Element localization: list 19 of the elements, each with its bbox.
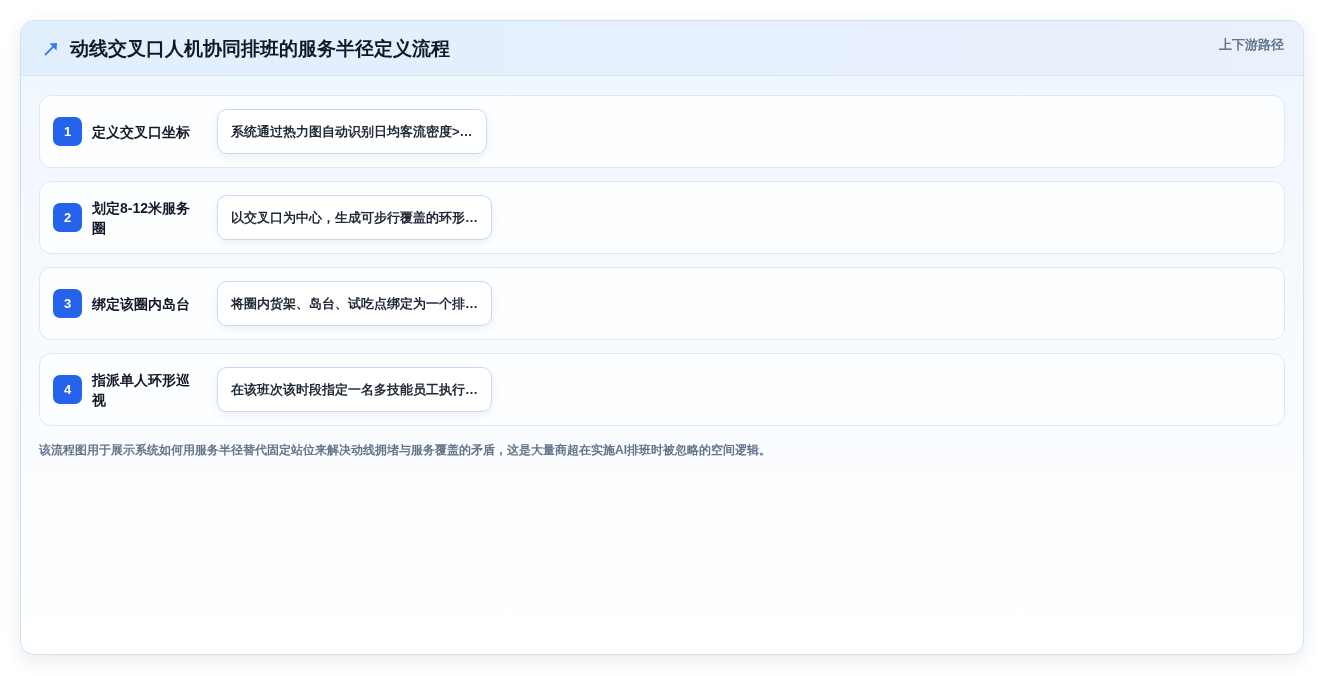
description-card: 在该班次该时段指定一名多技能员工执行… [217, 367, 492, 412]
header-label: 上下游路径 [1219, 36, 1284, 54]
description-card: 将圈内货架、岛台、试吃点绑定为一个排… [217, 281, 492, 326]
caption-text: 该流程图用于展示系统如何用服务半径替代固定站位来解决动线拥堵与服务覆盖的矛盾，这是大量商超在实施AI排班时被忽略的空间逻辑。 [39, 442, 771, 458]
step-number-badge: 4 [53, 375, 82, 404]
step-title: 绑定该圈内岛台 [92, 294, 191, 314]
step-title: 定义交叉口坐标 [92, 122, 191, 142]
description-card: 以交叉口为中心，生成可步行覆盖的环形… [217, 195, 492, 240]
step-title: 指派单人环形巡视 [92, 370, 191, 410]
diagram-title: 动线交叉口人机协同排班的服务半径定义流程 [70, 37, 450, 61]
step-number-badge: 1 [53, 117, 82, 146]
step-card [39, 353, 1285, 426]
step-card [39, 267, 1285, 340]
step-title: 划定8-12米服务圈 [92, 198, 192, 238]
step-card [39, 95, 1285, 168]
step-number-badge: 2 [53, 203, 82, 232]
step-number-badge: 3 [53, 289, 82, 318]
description-card: 系统通过热力图自动识别日均客流密度>… [217, 109, 487, 154]
step-card [39, 181, 1285, 254]
